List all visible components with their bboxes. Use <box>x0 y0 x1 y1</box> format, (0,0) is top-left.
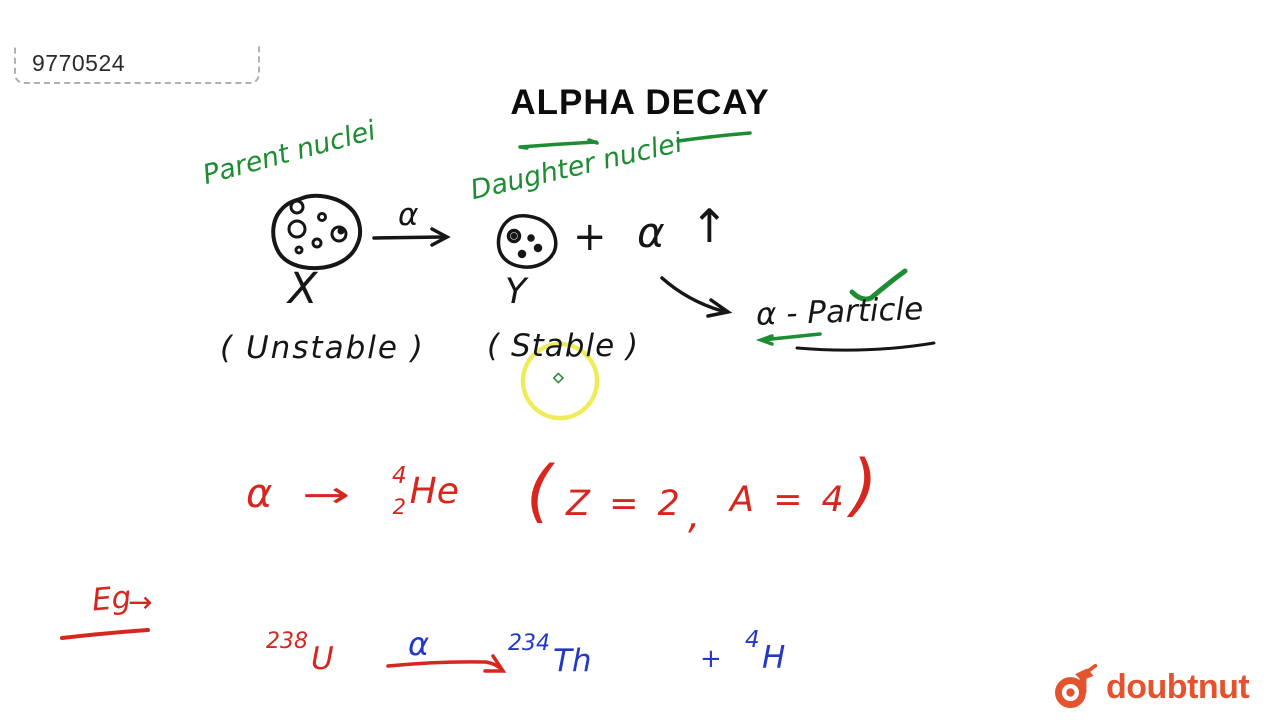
parent-symbol: X <box>288 264 318 314</box>
video-id: 9770524 <box>32 49 126 76</box>
helium-mass-number: 4 <box>392 463 407 489</box>
pointer-arrow <box>660 276 733 318</box>
up-arrow: ↑ <box>690 199 729 253</box>
parent-state-label: ( Unstable ) <box>220 330 425 366</box>
example-plus-sign: + <box>700 644 722 674</box>
paren-open: ( <box>526 452 553 531</box>
doubtnut-logo: doubtnut <box>1052 662 1250 712</box>
thorium-numbers: 234 <box>508 631 550 656</box>
thorium-mass-number: 234 <box>508 631 550 656</box>
example-underline-stroke <box>60 628 150 640</box>
thorium-symbol: Th <box>553 643 592 679</box>
helium-atomic-number: 2 <box>392 494 406 519</box>
helium-numbers: 4 2 <box>392 463 407 519</box>
emitted-alpha-symbol: α <box>637 208 665 257</box>
uranium-mass-number: 238 <box>266 629 308 654</box>
paren-close: ) <box>851 446 878 525</box>
daughter-symbol: Y <box>505 272 527 312</box>
example-alpha-symbol: α <box>408 625 430 663</box>
equation-comma: , <box>688 493 701 537</box>
doubtnut-wordmark: doubtnut <box>1106 667 1250 706</box>
uranium-symbol: U <box>311 641 334 677</box>
daughter-state-label: ( Stable ) <box>487 328 640 364</box>
parent-nuclei-label: Parent nuclei <box>199 115 379 192</box>
emitted-symbol: H <box>762 640 786 676</box>
a-value: A = 4 <box>730 480 848 520</box>
example-label-arrow: → <box>128 585 153 619</box>
thorium-nuclide: 234 Th <box>508 631 592 679</box>
example-arrow-stroke <box>386 654 507 673</box>
uranium-nuclide: 238 U <box>266 629 334 677</box>
example-label: Eg <box>90 579 133 619</box>
helium-nuclide: 4 2 He <box>392 463 459 519</box>
video-id-box: 9770524 <box>14 44 260 84</box>
uranium-numbers: 238 <box>266 629 308 654</box>
doubtnut-logo-icon <box>1055 663 1098 708</box>
equation-alpha: α <box>246 471 273 517</box>
helium-symbol: He <box>409 471 459 512</box>
daughter-nucleus-drawing <box>496 214 558 269</box>
parent-nucleus-drawing <box>271 193 363 271</box>
emitted-mass-number: 4 <box>745 627 760 653</box>
daughter-nuclei-label: Daughter nuclei <box>467 127 686 207</box>
z-value: Z = 2 <box>566 484 684 524</box>
alpha-symbol-over-arrow: α <box>398 197 419 233</box>
plus-sign: + <box>573 214 607 260</box>
alpha-particle-label: α - Particle <box>755 291 924 333</box>
page-title: ALPHA DECAY <box>510 83 770 122</box>
alpha-underline-stroke <box>755 332 822 346</box>
particle-underline-stroke <box>795 341 936 352</box>
equation-arrow: → <box>302 475 351 516</box>
